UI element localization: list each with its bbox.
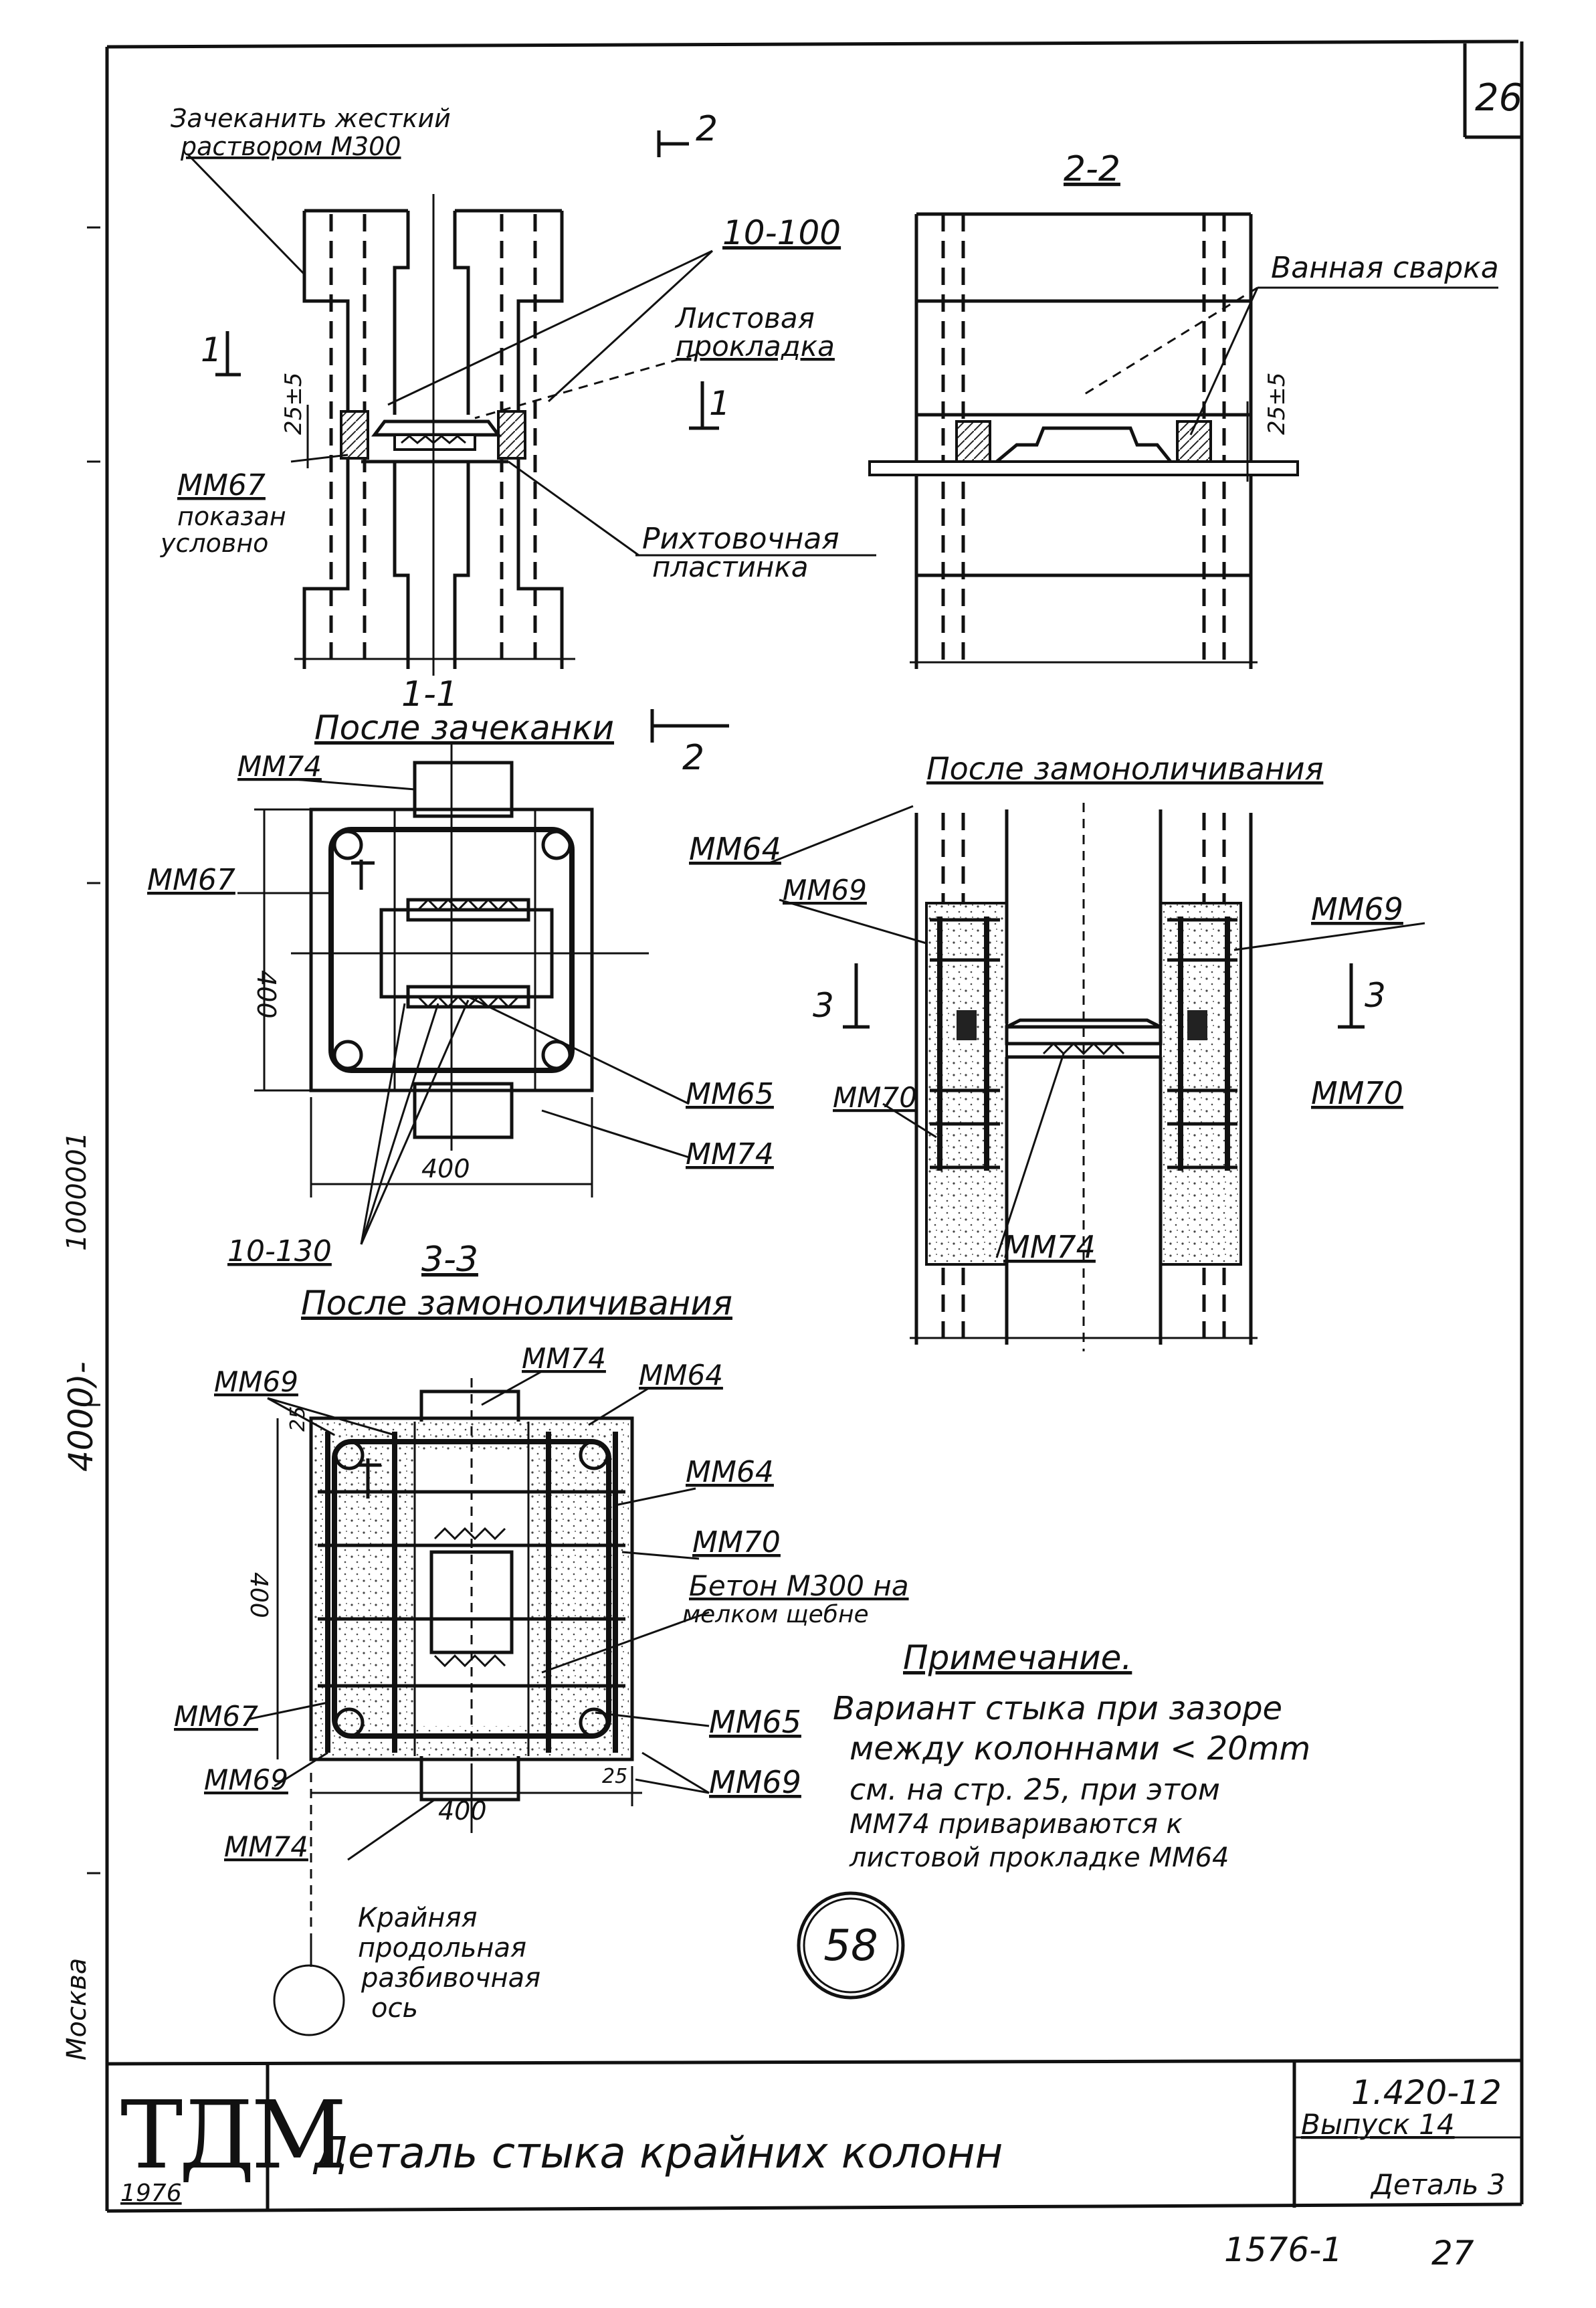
v33-mark-mm64-tr: ММ64 xyxy=(639,1359,723,1391)
sheet-frame xyxy=(105,39,1524,2213)
view-3-3-drawing xyxy=(247,1370,710,2036)
bottom-inventory-number: 1576-1 xyxy=(1224,2230,1342,2269)
elev-mark-mm69-right: ММ69 xyxy=(1311,891,1403,927)
circled-sheet-number xyxy=(797,1891,905,2000)
v33-note-concrete-line2: мелком щебне xyxy=(682,1601,869,1628)
margin-text-number: 1000001 xyxy=(62,1132,92,1251)
elev-mark-mm69-left: ММ69 xyxy=(783,874,867,906)
plan-after-caulking xyxy=(237,743,690,1245)
v33-mark-mm67: ММ67 xyxy=(174,1700,258,1733)
view-1-1-caption: 1-1 xyxy=(401,674,458,714)
title-issue: Выпуск 14 xyxy=(1301,2108,1455,2141)
section-1-mark-left: 1 xyxy=(201,330,222,369)
v33-mark-mm69-bl: ММ69 xyxy=(204,1763,288,1796)
left-margin-ticks xyxy=(87,226,100,1874)
elev-mark-mm70-right: ММ70 xyxy=(1311,1075,1403,1111)
elev-mark-mm70-left: ММ70 xyxy=(833,1081,917,1114)
plan-mark-mm74-top: ММ74 xyxy=(237,750,322,783)
dim-25-view-1: 25±5 xyxy=(280,373,307,435)
leader-10-100: 10-100 xyxy=(722,213,841,252)
plan-mark-10-130: 10-130 xyxy=(227,1234,332,1268)
view-3-3-subcaption: После замоноличивания xyxy=(301,1284,732,1323)
note-heading: Примечание. xyxy=(903,1638,1132,1677)
cut-2-lower xyxy=(650,709,729,743)
plan-dim-horizontal: 400 xyxy=(421,1154,470,1183)
view-2-2-caption: 2-2 xyxy=(1064,149,1120,189)
plan-mark-mm67: ММ67 xyxy=(147,863,235,897)
mark-mm67-view-1: ММ67 xyxy=(177,468,266,502)
view-1-1-subcaption: После зачеканки xyxy=(314,708,614,747)
axis-label-line4: ось xyxy=(371,1993,418,2024)
margin-text-code: 4000)- xyxy=(62,1361,100,1472)
v33-mark-mm65: ММ65 xyxy=(709,1704,801,1740)
v33-mark-mm70: ММ70 xyxy=(692,1525,781,1559)
page-number: 26 xyxy=(1475,76,1522,120)
axis-label-line1: Крайняя xyxy=(358,1903,478,1933)
note-line-1: Вариант стыка при зазоре xyxy=(833,1690,1282,1727)
elevation-caption: После замоноличивания xyxy=(926,751,1323,787)
v33-note-concrete-line1: Бетон М300 на xyxy=(689,1569,909,1602)
v33-mark-mm69-tl: ММ69 xyxy=(214,1365,298,1398)
axis-label-line2: продольная xyxy=(358,1933,526,1963)
plan-mark-mm74: ММ74 xyxy=(686,1137,774,1171)
title-year: 1976 xyxy=(120,2180,182,2207)
dim-25-view-2: 25±5 xyxy=(1264,373,1290,435)
view-1-1-drawing xyxy=(186,130,719,676)
subcaption-2-mark: 2 xyxy=(682,738,704,778)
v33-dim-25-bottom: 25 xyxy=(602,1765,627,1788)
cut-2-mark: 2 xyxy=(696,109,718,149)
bottom-code: 27 xyxy=(1431,2234,1474,2273)
note-line-5: листовой прокладке ММ64 xyxy=(849,1842,1229,1873)
title-detail: Деталь 3 xyxy=(1370,2168,1506,2201)
leader-sheet-pad-line1: Листовая xyxy=(674,302,815,334)
view-2-2-drawing xyxy=(868,212,1498,669)
v33-mark-mm74-top: ММ74 xyxy=(522,1342,606,1375)
margin-text-city: Москва xyxy=(62,1958,92,2060)
mark-shown-line: показан xyxy=(177,502,286,531)
elevation-drawing xyxy=(769,803,1425,1351)
title-logo: ТДМ xyxy=(120,2081,343,2190)
note-line-2: между колоннами < 20mm xyxy=(850,1730,1310,1767)
plan-dim-vertical: 400 xyxy=(252,970,281,1019)
note-line-3: см. на стр. 25, при этом xyxy=(850,1773,1220,1807)
v33-dim-vertical: 400 xyxy=(245,1572,272,1618)
leader-shim-line1: Рихтовочная xyxy=(642,522,839,556)
plan-mark-mm65: ММ65 xyxy=(686,1077,774,1111)
elev-section-3-right: 3 xyxy=(1365,976,1386,1015)
title-block xyxy=(106,2058,1522,2211)
note-line-4: ММ74 привариваются к xyxy=(850,1809,1183,1840)
axis-label-line3: разбивочная xyxy=(361,1963,540,1994)
v33-dim-horizontal: 400 xyxy=(438,1796,487,1826)
note-caulk-line2: раствором М300 xyxy=(180,132,401,161)
v33-mark-mm69-br: ММ69 xyxy=(709,1764,801,1800)
note-caulk-line1: Зачеканить жесткий xyxy=(171,104,451,133)
elev-mark-mm74: ММ74 xyxy=(1003,1229,1096,1265)
v33-mark-mm74-bottom: ММ74 xyxy=(224,1830,308,1863)
leader-sheet-pad-line2: прокладка xyxy=(676,330,835,363)
section-1-mark-right: 1 xyxy=(709,384,730,423)
circled-number-text: 58 xyxy=(823,1921,878,1971)
elev-mark-mm64: ММ64 xyxy=(689,831,781,867)
title-series: 1.420-12 xyxy=(1351,2073,1502,2112)
mark-conditional-line: условно xyxy=(160,528,268,558)
leader-bath-welding: Ванная сварка xyxy=(1271,251,1499,285)
elev-section-3-left: 3 xyxy=(813,986,834,1025)
v33-mark-mm64: ММ64 xyxy=(686,1455,774,1489)
title-text: Деталь стыка крайних колонн xyxy=(312,2129,1003,2178)
v33-dim-25-top: 25 xyxy=(286,1406,310,1432)
view-3-3-caption: 3-3 xyxy=(421,1240,478,1280)
